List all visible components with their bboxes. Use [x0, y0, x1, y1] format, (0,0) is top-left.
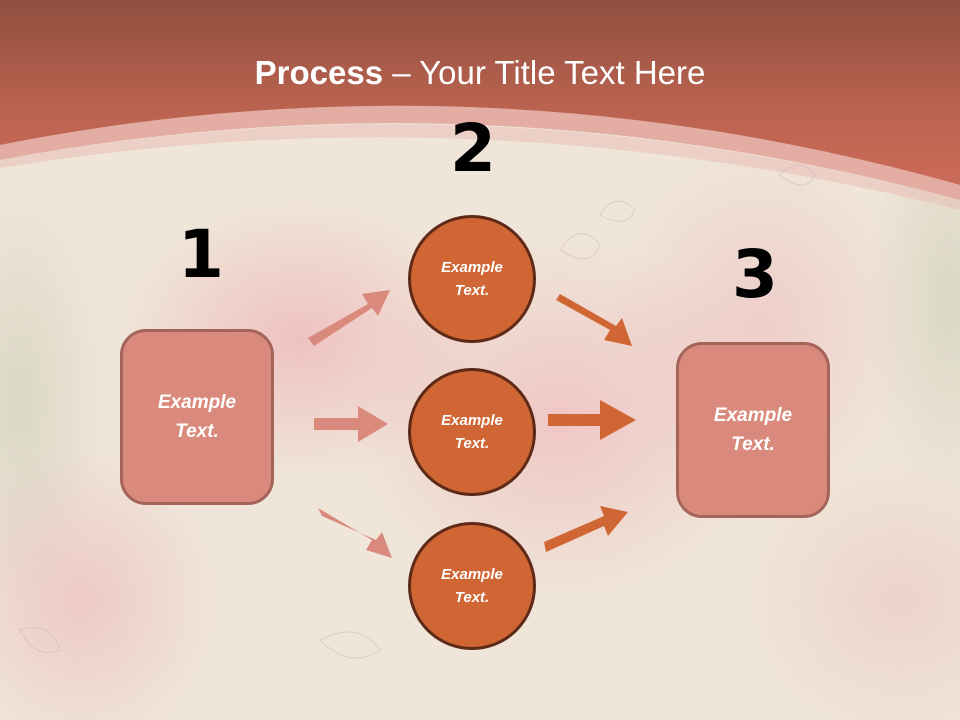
step-2-circle-middle[interactable]: Example Text.: [408, 368, 536, 496]
step-1-text-line1: Example: [157, 392, 237, 413]
step-1-box[interactable]: Example Text.: [120, 329, 274, 505]
step-3-box[interactable]: Example Text.: [676, 342, 830, 518]
step-3-text-line2: Text.: [731, 434, 775, 455]
step-3-text-line1: Example: [713, 405, 793, 426]
arrow-to-circle-1: [308, 290, 390, 346]
step-number-2: 2: [450, 110, 496, 187]
arrow-to-circle-2: [314, 406, 388, 442]
slide-title: Process – Your Title Text Here: [0, 54, 960, 92]
arrow-from-circle-3: [544, 506, 628, 552]
step-number-1: 1: [178, 216, 224, 293]
title-rest: – Your Title Text Here: [383, 54, 706, 91]
arrow-from-circle-2: [548, 400, 636, 440]
step-number-3: 3: [732, 236, 778, 313]
title-bold: Process: [254, 54, 384, 91]
circle-2-text-line2: Text.: [454, 435, 490, 452]
step-2-circle-top[interactable]: Example Text.: [408, 215, 536, 343]
arrow-from-circle-1: [556, 294, 632, 346]
circle-2-text-line1: Example: [441, 412, 503, 429]
step-2-circle-bottom[interactable]: Example Text.: [408, 522, 536, 650]
circle-3-text-line2: Text.: [454, 589, 490, 606]
arrow-to-circle-3: [318, 508, 392, 558]
circle-1-text-line2: Text.: [454, 282, 490, 299]
circle-1-text-line1: Example: [441, 259, 503, 276]
step-1-text-line2: Text.: [175, 421, 219, 442]
circle-3-text-line1: Example: [441, 566, 503, 583]
